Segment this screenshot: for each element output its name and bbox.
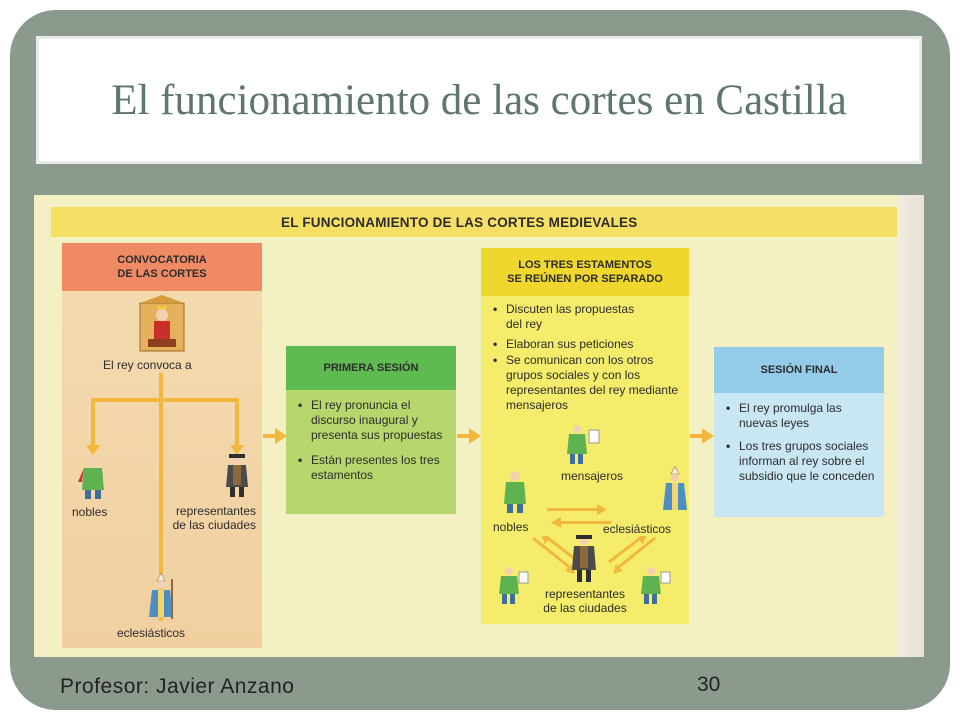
representantes-line2: de las ciudades	[172, 518, 256, 532]
mensajeros-label: mensajeros	[561, 469, 624, 483]
tree-right	[235, 398, 239, 446]
arrow-to-primera-sesion	[263, 428, 287, 444]
primera-sesion-bullet: El rey pronuncia el discurso inaugural y…	[296, 398, 452, 443]
representative-icon	[572, 535, 596, 582]
convocatoria-heading-line2: DE LAS CORTES	[117, 268, 207, 280]
tres-estamentos-list: Discuten las propuestas del rey Elaboran…	[491, 302, 678, 418]
page-number: 30	[697, 673, 721, 696]
eclesiasticos-label: eclesiásticos	[117, 626, 186, 640]
primera-sesion-bullet: Están presentes los tres estamentos	[296, 453, 452, 483]
sesion-final-bullet: El rey promulga las nuevas leyes	[724, 401, 849, 431]
representative-icon	[226, 454, 248, 497]
king-icon	[139, 295, 185, 352]
noble-icon	[504, 471, 526, 513]
arrow-to-sesion-final	[690, 428, 714, 444]
tres-estamentos-bullet: Elaboran sus peticiones	[491, 337, 677, 352]
title-box: El funcionamiento de las cortes en Casti…	[36, 36, 922, 164]
tres-estamentos-box: LOS TRES ESTAMENTOS SE REÚNEN POR SEPARA…	[481, 248, 689, 624]
banner-title: EL FUNCIONAMIENTO DE LAS CORTES MEDIEVAL…	[281, 214, 638, 230]
tree-left	[91, 398, 95, 446]
convocatoria-heading: CONVOCATORIA DE LAS CORTES	[62, 243, 262, 291]
tres-estamentos-heading-line2: SE REÚNEN POR SEPARADO	[507, 273, 663, 285]
sesion-final-box: SESIÓN FINAL El rey promulga las nuevas …	[714, 347, 884, 517]
primera-sesion-heading: PRIMERA SESIÓN	[286, 346, 456, 390]
messenger-icon	[641, 567, 671, 604]
tres-estamentos-heading: LOS TRES ESTAMENTOS SE REÚNEN POR SEPARA…	[481, 248, 689, 296]
arrow-to-nobles	[86, 445, 100, 455]
nobles-label: nobles	[72, 505, 108, 519]
eclesiasticos-label: eclesiásticos	[603, 522, 672, 536]
ecclesiastic-icon	[663, 466, 687, 510]
noble-icon	[78, 457, 104, 499]
exchange-arrows-icon	[547, 504, 611, 528]
diagonal-arrows-right-icon	[608, 536, 656, 574]
convoca-caption: El rey convoca a	[103, 358, 192, 372]
nobles-label: nobles	[493, 520, 529, 534]
tres-estamentos-bullet: Se comunican con los otros grupos social…	[491, 353, 681, 413]
tres-estamentos-heading-line1: LOS TRES ESTAMENTOS	[518, 259, 652, 271]
footer-author: Profesor: Javier Anzano	[60, 675, 295, 698]
tree-branch	[91, 398, 239, 402]
convocatoria-box: CONVOCATORIA DE LAS CORTES El rey convoc…	[62, 243, 262, 648]
representantes-line2: de las ciudades	[543, 601, 627, 615]
messenger-icon	[499, 567, 529, 604]
representantes-line1: representantes	[544, 587, 626, 601]
textbook-figure: EL FUNCIONAMIENTO DE LAS CORTES MEDIEVAL…	[34, 195, 924, 657]
tree-trunk	[159, 373, 163, 621]
messenger-icon	[567, 425, 600, 464]
tres-estamentos-bullet: Discuten las propuestas del rey	[491, 302, 636, 332]
representantes-line1: representantes	[175, 504, 256, 518]
arrow-to-representantes	[230, 445, 244, 455]
representantes-label: representantes de las ciudades	[168, 504, 256, 532]
arrow-to-tres-estamentos	[457, 428, 481, 444]
slide-title: El funcionamiento de las cortes en Casti…	[111, 76, 847, 124]
sesion-final-heading: SESIÓN FINAL	[714, 347, 884, 393]
primera-sesion-list: El rey pronuncia el discurso inaugural y…	[296, 398, 452, 488]
sesion-final-bullet: Los tres grupos sociales informan al rey…	[724, 439, 880, 484]
page-edge	[898, 195, 924, 657]
diagram-banner: EL FUNCIONAMIENTO DE LAS CORTES MEDIEVAL…	[51, 207, 897, 237]
sesion-final-list: El rey promulga las nuevas leyes Los tre…	[724, 401, 880, 489]
representantes-label: representantes de las ciudades	[535, 587, 635, 615]
primera-sesion-box: PRIMERA SESIÓN El rey pronuncia el discu…	[286, 346, 456, 514]
convocatoria-heading-line1: CONVOCATORIA	[117, 254, 207, 266]
ecclesiastic-icon	[149, 573, 173, 619]
